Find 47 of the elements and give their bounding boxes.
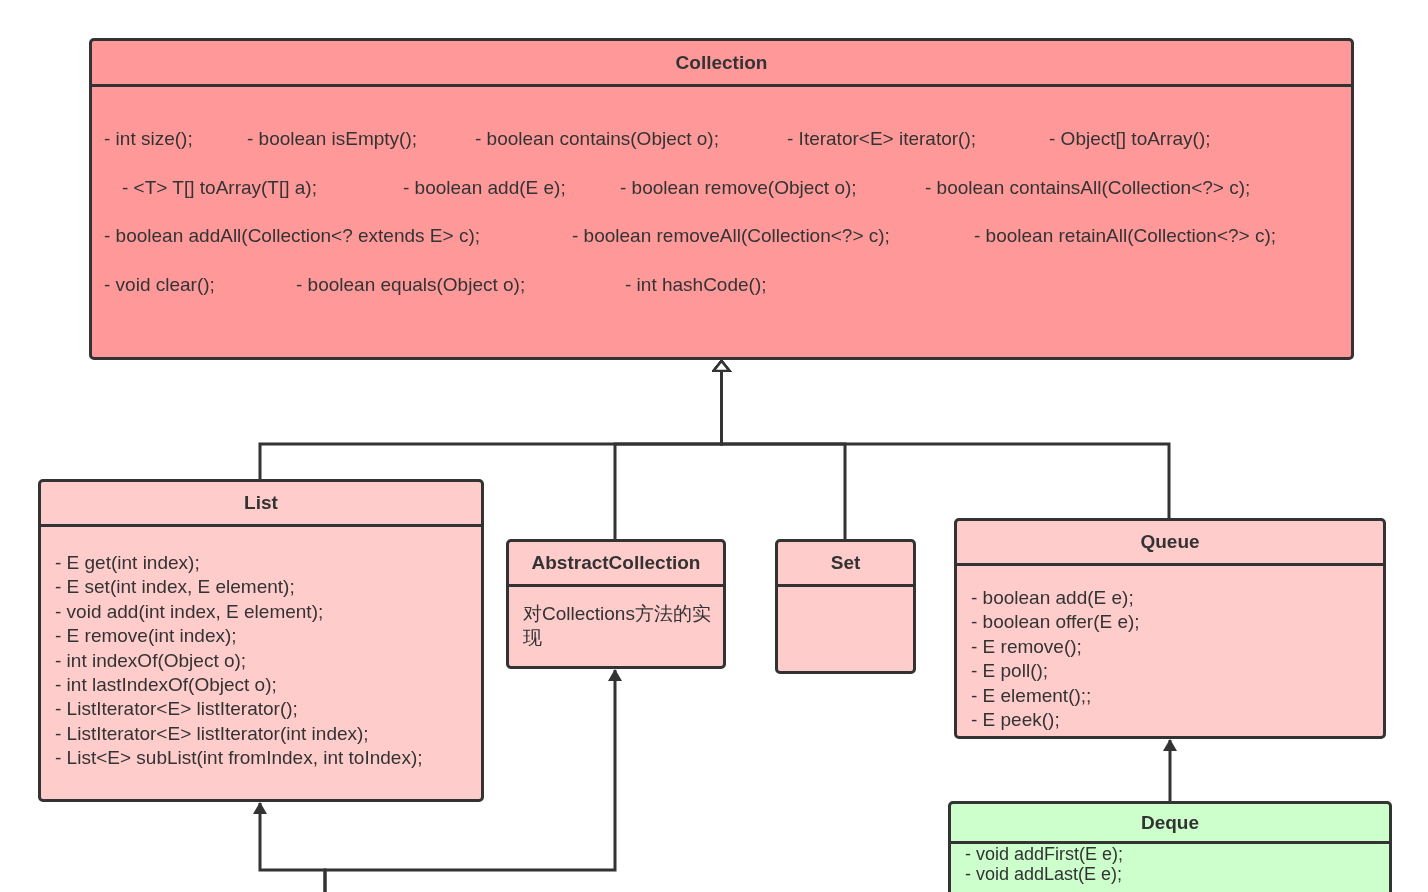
- method-signature: - boolean containsAll(Collection<?> c);: [925, 176, 1251, 200]
- description-text: 对Collections方法的实现: [523, 602, 712, 651]
- method-signature: - boolean retainAll(Collection<?> c);: [974, 224, 1277, 248]
- class-box: [954, 518, 1386, 739]
- method-signature: - void addLast(E e);: [965, 864, 1124, 884]
- class-name: Queue: [1140, 531, 1200, 553]
- arrow: [1163, 739, 1177, 801]
- method-signature: - boolean remove(Object o);: [620, 176, 857, 200]
- method-signature: - void clear();: [104, 273, 215, 297]
- method-signature: - boolean equals(Object o);: [296, 273, 526, 297]
- method-signature: - boolean add(E e);: [403, 176, 566, 200]
- method-signature: - int size();: [104, 127, 193, 151]
- method-signature: - Object[] toArray();: [1049, 127, 1211, 151]
- method-signature: - E set(int index, E element);: [55, 575, 296, 600]
- class-name: Collection: [675, 51, 768, 74]
- method-signature: - int hashCode();: [625, 273, 767, 297]
- method-signature: - boolean contains(Object o);: [475, 127, 719, 151]
- class-box: [38, 479, 484, 802]
- class-name: Deque: [1140, 811, 1200, 834]
- method-signature: - <T> T[] toArray(T[] a);: [122, 176, 317, 200]
- method-signature: - E peek();: [971, 708, 1061, 733]
- method-signature: - boolean add(E e);: [971, 586, 1135, 610]
- method-signature: - int lastIndexOf(Object o);: [55, 673, 278, 698]
- class-box: [89, 38, 1354, 360]
- arrow: [323, 669, 622, 892]
- method-signature: - List<E> subList(int fromIndex, int toIndex);: [55, 746, 424, 771]
- method-signature: - void addFirst(E e);: [965, 844, 1125, 864]
- method-signature: - boolean removeAll(Collection<?> c);: [572, 224, 890, 248]
- method-signature: - ListIterator<E> listIterator(int index);: [55, 721, 370, 746]
- method-signature: - Iterator<E> iterator();: [787, 127, 976, 151]
- method-signature: - int indexOf(Object o);: [55, 648, 248, 673]
- method-signature: - E remove();: [971, 634, 1083, 659]
- class-box: [775, 539, 916, 674]
- method-signature: - boolean isEmpty();: [247, 127, 417, 151]
- method-signature: - E get(int index);: [55, 551, 201, 575]
- method-signature: - ListIterator<E> listIterator();: [55, 697, 299, 722]
- method-signature: - boolean addAll(Collection<? extends E> c);: [104, 224, 480, 248]
- method-signature: - boolean offer(E e);: [971, 610, 1141, 635]
- method-signature: - E remove(int index);: [55, 624, 238, 649]
- class-box: [506, 539, 726, 669]
- class-name: List: [244, 492, 278, 514]
- method-signature: - E poll();: [971, 659, 1050, 684]
- method-signature: - void add(int index, E element);: [55, 599, 325, 624]
- class-name: AbstractCollection: [531, 552, 701, 574]
- inheritance-arrow: [712, 359, 1171, 518]
- class-name: Set: [830, 552, 861, 574]
- method-signature: - E element();;: [971, 683, 1093, 708]
